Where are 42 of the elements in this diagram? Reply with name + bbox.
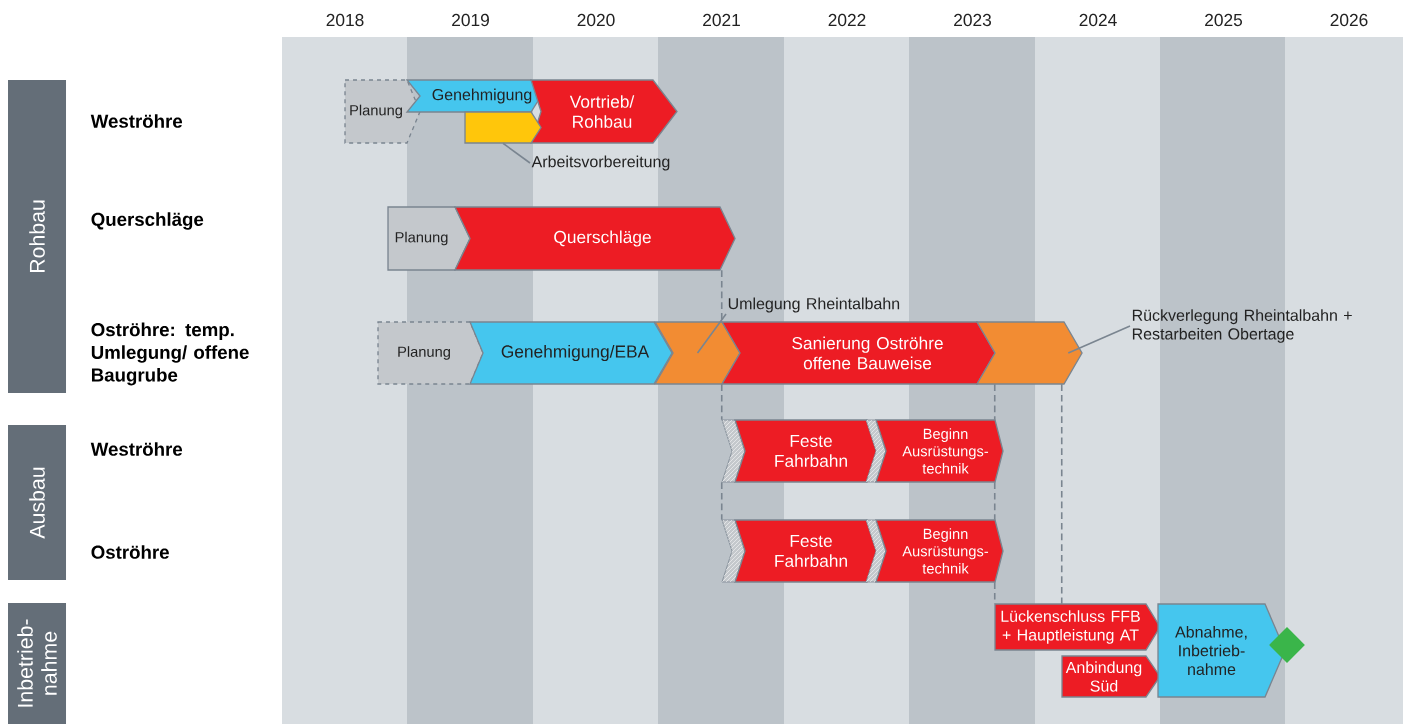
callout-text: Rückverlegung Rheintalbahn + Restarbeiten Obertage <box>1132 309 1352 343</box>
group-band: Inbetrieb- nahme <box>8 603 66 724</box>
phase-bar: Querschläge <box>453 206 736 271</box>
phase-bar: Anbindung Süd <box>1061 655 1161 698</box>
planning-bar: Planung <box>387 206 471 271</box>
planning-bar: Planung <box>377 321 484 385</box>
group-band: Rohbau <box>8 80 66 393</box>
leader-line <box>502 142 531 164</box>
year-label: 2020 <box>577 13 615 27</box>
dependency-line <box>1060 383 1063 605</box>
year-label: 2023 <box>954 13 991 27</box>
year-label: 2018 <box>326 13 364 27</box>
row-label: Oströhre: temp. Umlegung/ offene Baugrube <box>91 322 249 386</box>
phase-bar: Beginn Ausrüstungs- technik <box>875 519 1004 583</box>
callout-text: Umlegung Rheintalbahn <box>728 297 900 313</box>
phase-bar: Sanierung Oströhre offene Bauweise <box>720 321 996 385</box>
phase-bar: Genehmigung/EBA <box>469 321 673 385</box>
row-label: Weströhre <box>90 442 183 456</box>
row-label: Weströhre <box>90 114 183 128</box>
phase-bar: Lückenschluss FFB + Hauptleistung AT <box>994 603 1161 651</box>
group-band: Ausbau <box>8 425 66 580</box>
row-label: Oströhre <box>91 545 169 559</box>
phase-bar <box>653 321 741 385</box>
leader-line <box>1067 325 1131 354</box>
dependency-line <box>720 481 723 521</box>
year-label: 2026 <box>1330 13 1368 27</box>
dependency-line <box>720 383 723 421</box>
phase-bar: Abnahme, Inbetrieb- nahme <box>1157 603 1286 698</box>
dependency-line <box>993 383 996 421</box>
row-label: Querschläge <box>91 212 204 230</box>
milestone-diamond <box>1269 627 1305 663</box>
year-label: 2021 <box>703 13 740 27</box>
year-label: 2025 <box>1205 13 1243 27</box>
year-label: 2022 <box>828 13 866 27</box>
phase-bar <box>975 321 1083 385</box>
year-label: 2024 <box>1079 13 1117 27</box>
phase-bar: Genehmigung <box>405 79 542 113</box>
phase-bar: Beginn Ausrüstungs- technik <box>875 419 1004 483</box>
dependency-line <box>993 481 996 521</box>
callout-text: Arbeitsvorbereitung <box>531 155 670 171</box>
year-label: 2019 <box>452 13 489 27</box>
phase-bar <box>464 111 542 144</box>
